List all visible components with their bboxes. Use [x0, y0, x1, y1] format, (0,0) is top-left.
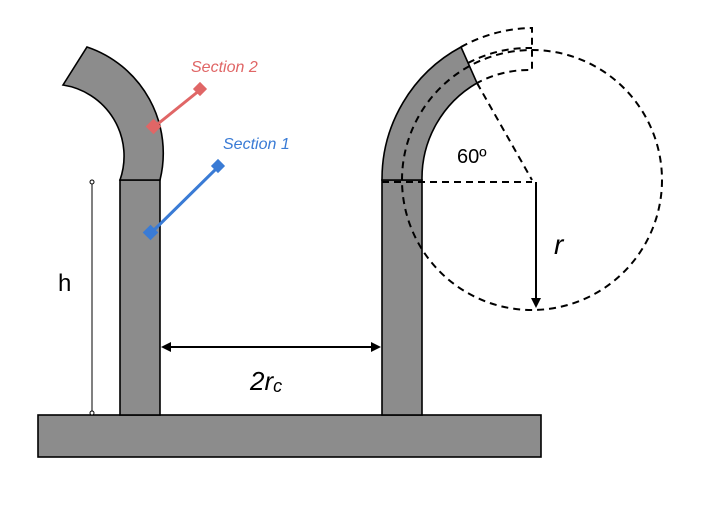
section-2-label: Section 2 — [191, 59, 258, 76]
left-post — [119, 179, 161, 416]
radius-circle — [401, 49, 663, 311]
spacing-label-subscript: c — [273, 376, 282, 396]
dashed-bend-extension — [460, 26, 533, 84]
height-dimension-top-handle — [89, 179, 95, 185]
section-2-pointer — [153, 88, 201, 129]
section-1-pointer — [149, 165, 220, 235]
base-plate — [37, 414, 542, 458]
left-bent-section — [61, 46, 165, 181]
angled-radius-line — [476, 82, 533, 181]
section-1-label: Section 1 — [223, 136, 290, 153]
spacing-label-main: 2r — [249, 366, 274, 396]
height-label: h — [58, 270, 71, 297]
spacing-label: 2rc — [249, 366, 282, 396]
section-1-marker-start — [142, 224, 159, 241]
dashed-bend-inner — [467, 46, 533, 64]
right-post — [381, 179, 423, 416]
section-2-marker-start — [145, 118, 162, 135]
angle-label: 60º — [457, 146, 487, 168]
height-dimension-bottom-handle — [89, 410, 95, 416]
section-1-marker-end — [210, 158, 226, 174]
radius-label: r — [554, 229, 565, 260]
